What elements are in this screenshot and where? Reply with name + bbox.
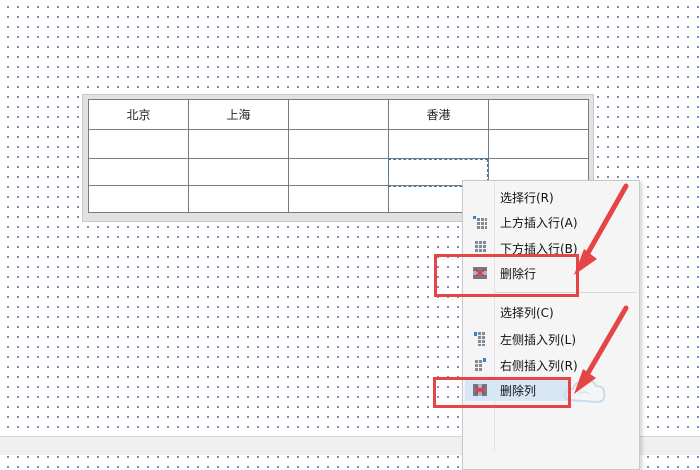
table-cell[interactable]	[288, 185, 389, 213]
annotation-box-delete-row	[434, 254, 579, 297]
insert-row-below-icon	[473, 241, 487, 255]
menu-item-select-row[interactable]: 选择行(R)	[463, 186, 639, 208]
menu-item-label: 选择行(R)	[500, 191, 554, 205]
table-cell[interactable]	[388, 129, 489, 159]
delete-column-icon	[473, 383, 487, 397]
table-row	[88, 129, 589, 159]
menu-icon-gutter	[494, 181, 495, 451]
cell-selection-marquee	[388, 159, 488, 187]
table-cell[interactable]: 北京	[88, 99, 189, 130]
table-cell[interactable]	[88, 185, 189, 213]
table-cell[interactable]: 香港	[388, 99, 489, 130]
hovered-item-highlight	[465, 379, 571, 401]
menu-item-insert-column-left[interactable]: 左侧插入列(L)	[463, 328, 639, 350]
menu-item-label: 删除列	[500, 384, 537, 398]
menu-item-insert-row-below[interactable]: 下方插入行(B)	[463, 237, 639, 259]
table-cell[interactable]	[488, 99, 589, 130]
delete-row-icon	[473, 266, 487, 280]
table-cell[interactable]	[188, 129, 289, 159]
menu-item-delete-column[interactable]: 删除列	[463, 379, 639, 401]
table-cell[interactable]	[288, 129, 389, 159]
insert-column-right-icon	[473, 358, 487, 372]
insert-row-above-icon	[473, 215, 487, 229]
table-cell[interactable]	[188, 185, 289, 213]
table-cell[interactable]	[488, 129, 589, 159]
menu-item-delete-row[interactable]: 删除行	[463, 262, 639, 284]
table-cell[interactable]	[288, 99, 389, 130]
menu-item-label: 右侧插入列(R)	[500, 359, 578, 373]
table-row: 北京 上海 香港	[88, 99, 589, 130]
menu-item-label: 左侧插入列(L)	[500, 333, 577, 347]
table-cell[interactable]: 上海	[188, 99, 289, 130]
table-row	[88, 158, 589, 186]
table-cell[interactable]	[88, 158, 189, 186]
menu-item-select-column[interactable]: 选择列(C)	[463, 301, 639, 323]
table-cell[interactable]	[88, 129, 189, 159]
table-cell[interactable]	[188, 158, 289, 186]
menu-item-label: 上方插入行(A)	[500, 216, 578, 230]
menu-item-label: 下方插入行(B)	[500, 242, 578, 256]
menu-item-insert-column-right[interactable]: 右侧插入列(R)	[463, 354, 639, 376]
table-cell[interactable]	[288, 158, 389, 186]
annotation-box-delete-column	[433, 377, 571, 408]
menu-item-label: 选择列(C)	[500, 306, 554, 320]
insert-column-left-icon	[473, 332, 487, 346]
menu-separator	[495, 292, 637, 293]
menu-item-insert-row-above[interactable]: 上方插入行(A)	[463, 211, 639, 233]
menu-item-label: 删除行	[500, 267, 537, 281]
data-table[interactable]: 北京 上海 香港	[88, 99, 589, 213]
